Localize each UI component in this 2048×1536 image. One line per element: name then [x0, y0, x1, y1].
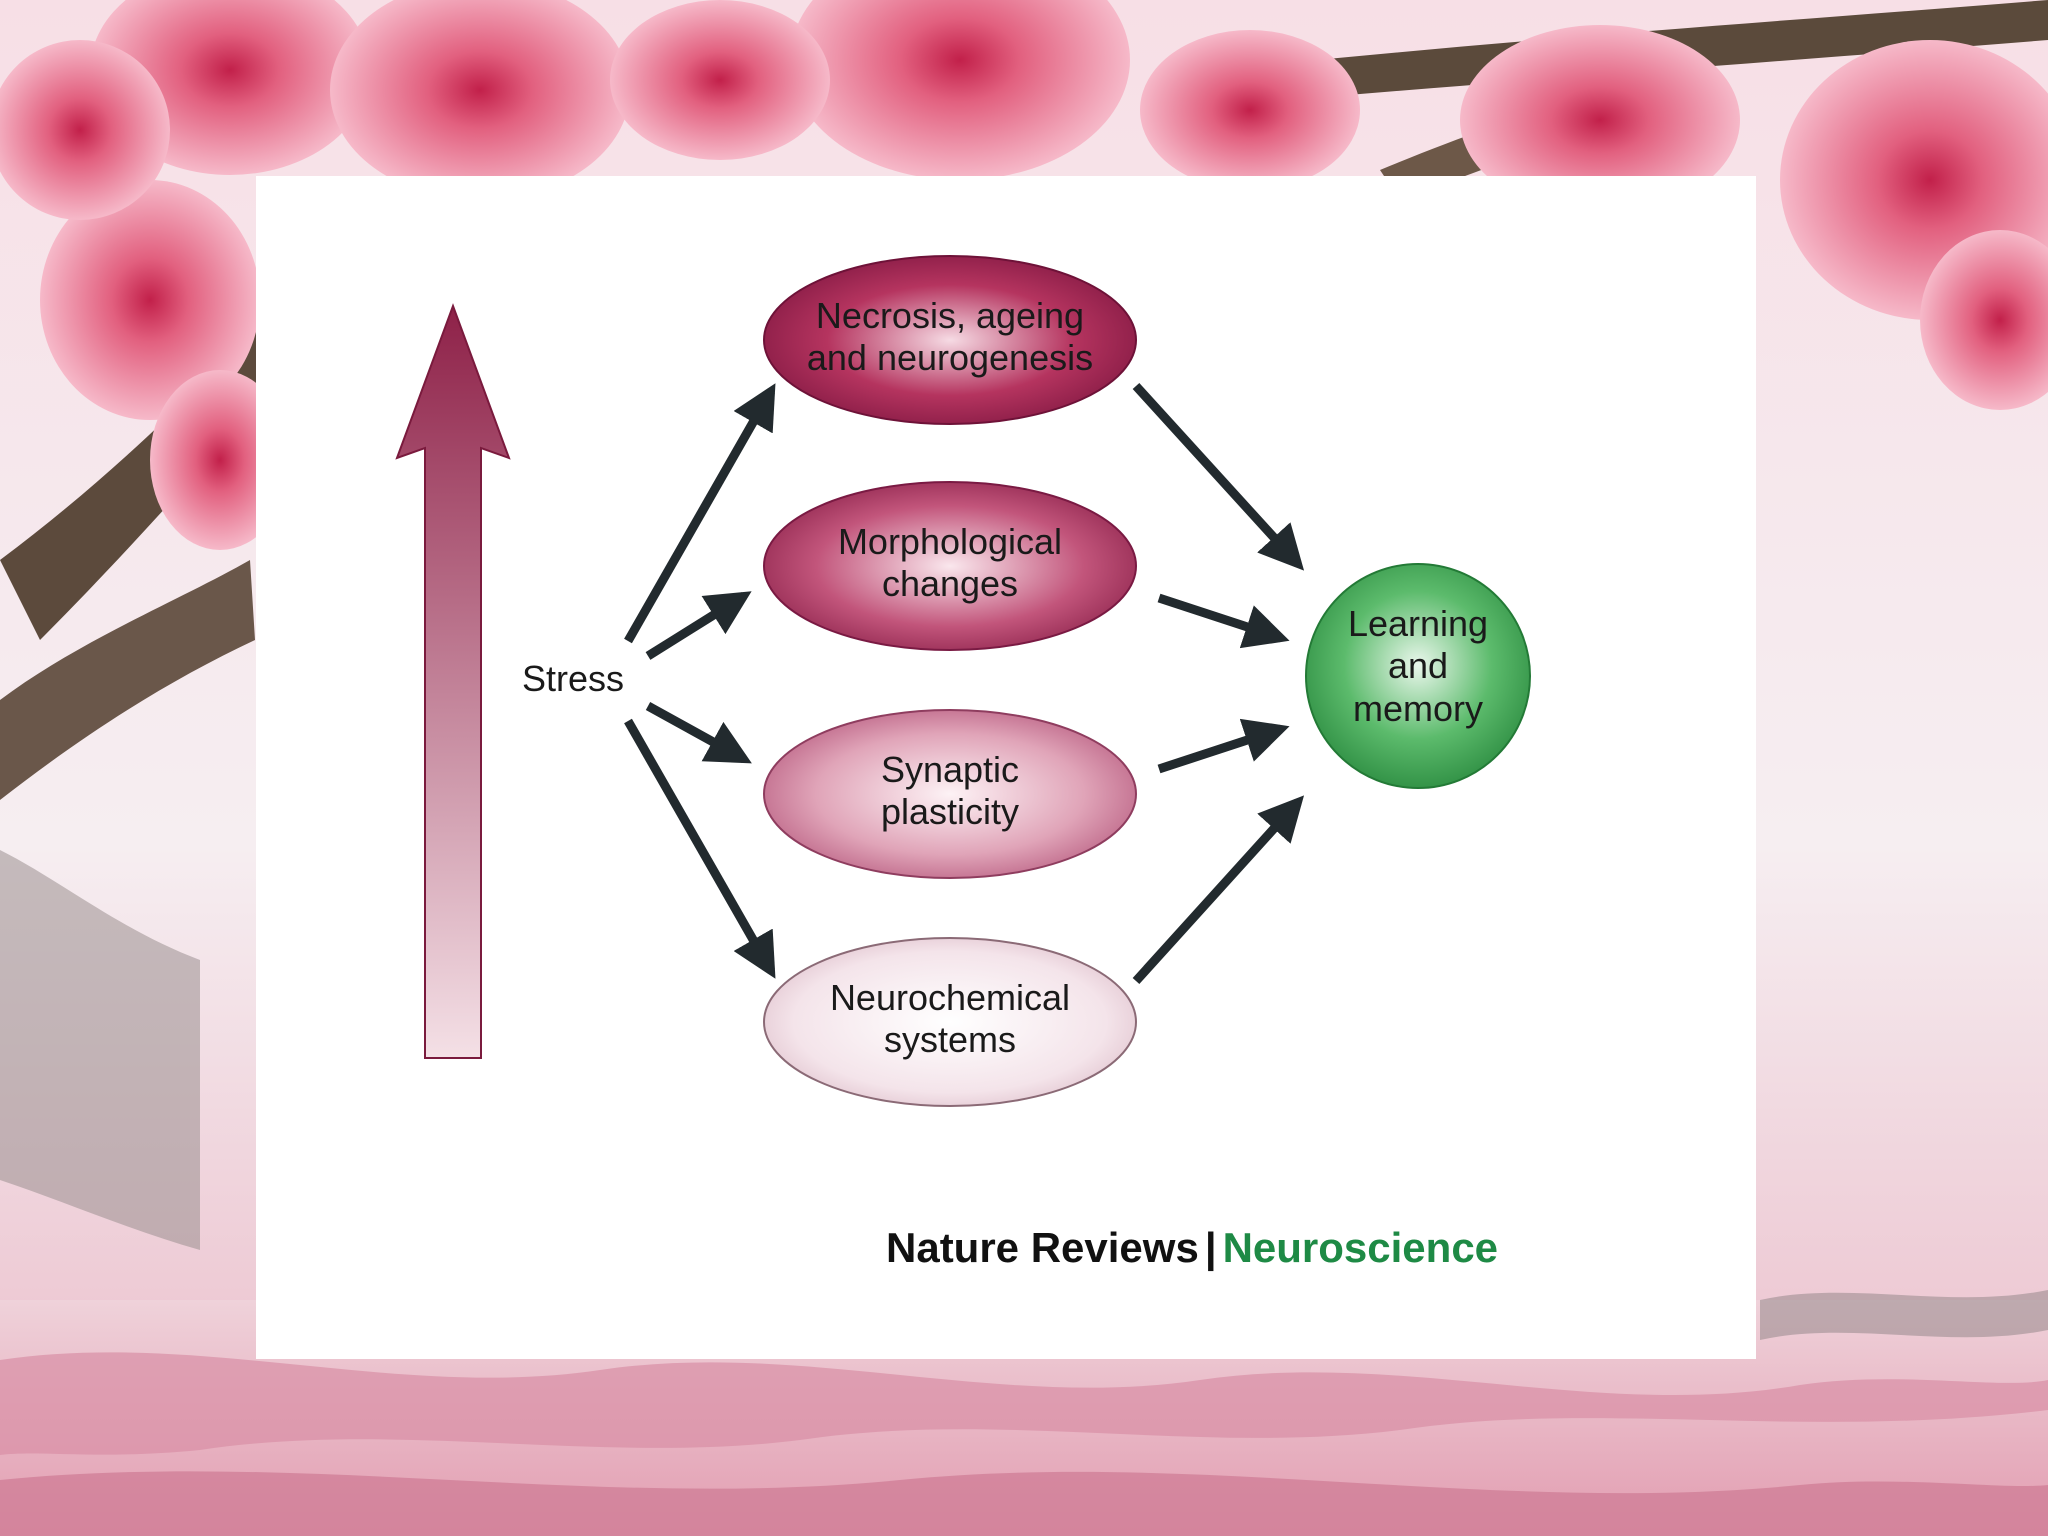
svg-text:systems: systems — [884, 1019, 1016, 1060]
svg-text:and: and — [1388, 645, 1448, 686]
svg-text:Morphological: Morphological — [838, 521, 1062, 562]
cherry-blossom-icon — [0, 0, 2048, 550]
arrow-stress-to-synaptic — [645, 702, 752, 764]
svg-text:Learning: Learning — [1348, 603, 1488, 644]
arrow-neurochemical-to-learning — [1132, 795, 1305, 985]
svg-text:Synaptic: Synaptic — [881, 749, 1019, 790]
svg-text:and neurogenesis: and neurogenesis — [807, 337, 1093, 378]
credit-journal: Nature Reviews — [886, 1224, 1199, 1271]
journal-credit: Nature Reviews|Neuroscience — [886, 1224, 1498, 1272]
credit-separator: | — [1204, 1224, 1217, 1271]
svg-text:plasticity: plasticity — [881, 791, 1019, 832]
effect-node-neurochemical: Neurochemical systems — [763, 937, 1137, 1107]
arrow-stress-to-neurochemical — [624, 718, 776, 979]
outcome-node-learning-memory: Learning and memory — [1305, 563, 1531, 789]
effect-node-necrosis: Necrosis, ageing and neurogenesis — [763, 255, 1137, 425]
stress-learning-diagram: Stress Necrosis, ageing and neurogenesis — [395, 255, 1531, 1107]
stress-label: Stress — [522, 658, 624, 699]
stress-to-effect-arrows — [624, 383, 776, 979]
svg-text:Necrosis, ageing: Necrosis, ageing — [816, 295, 1084, 336]
effect-node-synaptic: Synaptic plasticity — [763, 709, 1137, 879]
arrow-necrosis-to-learning — [1132, 382, 1305, 571]
svg-text:memory: memory — [1353, 688, 1483, 729]
credit-section: Neuroscience — [1222, 1224, 1499, 1271]
arrow-stress-to-necrosis — [624, 383, 776, 644]
svg-text:Neurochemical: Neurochemical — [830, 977, 1070, 1018]
arrow-stress-to-morphological — [645, 591, 752, 660]
effect-node-morphological: Morphological changes — [763, 481, 1137, 651]
figure-card: Stress Necrosis, ageing and neurogenesis — [256, 176, 1756, 1359]
arrow-morphological-to-learning — [1157, 593, 1290, 649]
effect-to-outcome-arrows — [1132, 382, 1305, 985]
arrow-synaptic-to-learning — [1157, 718, 1290, 774]
stress-gradient-arrow — [395, 303, 511, 1059]
svg-text:changes: changes — [882, 563, 1018, 604]
